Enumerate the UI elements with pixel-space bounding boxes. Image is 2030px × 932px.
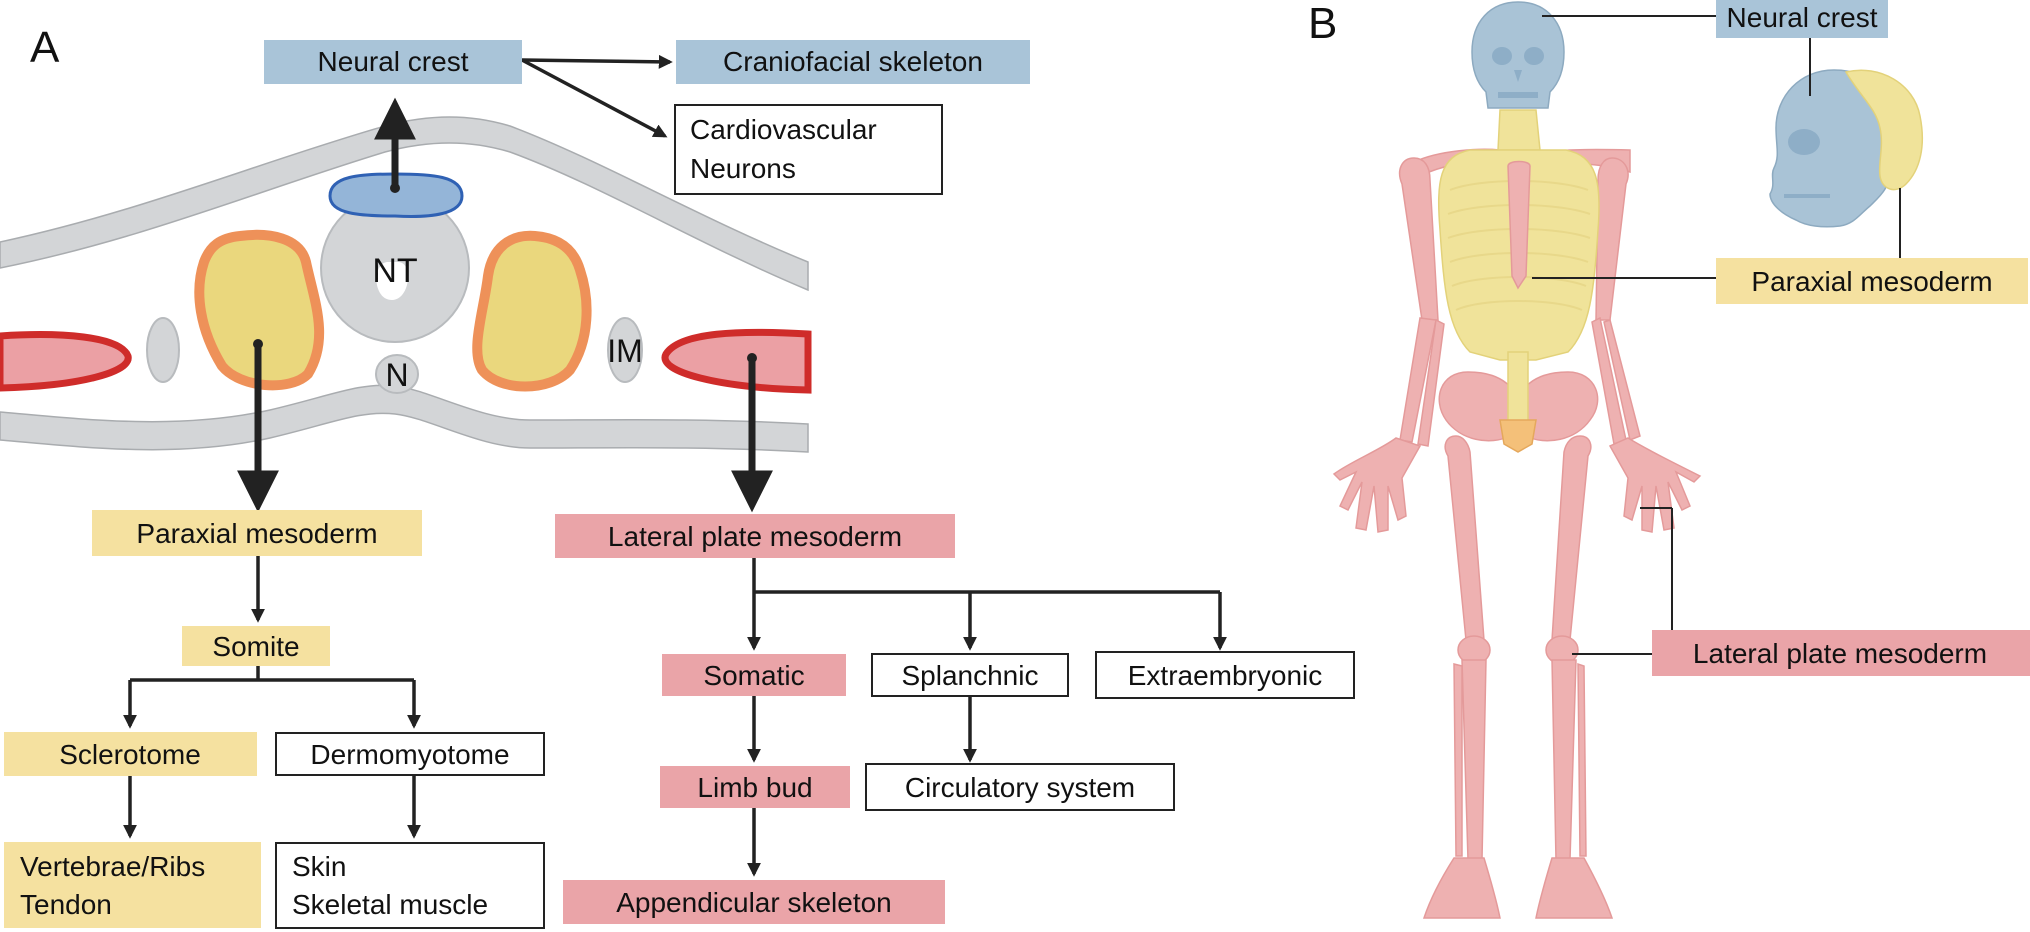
- panel-b-label-lateral: Lateral plate mesoderm: [1652, 630, 2030, 676]
- notochord: [375, 354, 419, 394]
- svg-text:Dermomyotome: Dermomyotome: [310, 739, 509, 770]
- box-splanchnic: Splanchnic: [871, 653, 1069, 697]
- flow-arrows: [123, 54, 1227, 877]
- panel-label-a: A: [30, 23, 60, 72]
- skull-lateral-view: [1769, 69, 1924, 228]
- box-limb-bud: Limb bud: [660, 766, 850, 808]
- intermediate-mesoderm-left: [146, 317, 180, 383]
- svg-text:Appendicular skeleton: Appendicular skeleton: [616, 887, 892, 918]
- svg-text:Neurons: Neurons: [690, 153, 796, 184]
- neural-tube-label: NT: [372, 252, 417, 290]
- box-somite: Somite: [182, 626, 330, 666]
- box-sclerotome: Sclerotome: [4, 732, 257, 776]
- box-extraembryonic: Extraembryonic: [1095, 651, 1355, 699]
- panel-b-leaders: [1532, 15, 1901, 655]
- svg-text:Extraembryonic: Extraembryonic: [1128, 660, 1323, 691]
- svg-text:Cardiovascular: Cardiovascular: [690, 114, 877, 145]
- svg-text:Sclerotome: Sclerotome: [59, 739, 201, 770]
- box-skin: Skin Skeletal muscle: [275, 842, 545, 929]
- box-neural-crest: Neural crest: [264, 40, 522, 84]
- box-paraxial: Paraxial mesoderm: [92, 510, 422, 556]
- panel-b-label-paraxial: Paraxial mesoderm: [1716, 258, 2028, 304]
- skeleton-skull: [1471, 1, 1565, 109]
- skeleton-sacrum: [1499, 419, 1537, 453]
- endoderm-band: [0, 384, 809, 453]
- skeleton-illustration: [1332, 1, 1702, 919]
- arrow-to-craniofacial: [521, 54, 673, 69]
- neural-tube-lumen: [376, 262, 409, 300]
- panel-b-label-neural-crest: Neural crest: [1716, 0, 1888, 38]
- svg-text:Vertebrae/Ribs: Vertebrae/Ribs: [20, 851, 205, 882]
- somite-right: [472, 230, 592, 392]
- skeleton-sternum: [1507, 160, 1531, 290]
- svg-text:Tendon: Tendon: [20, 889, 112, 920]
- lateral-plate-right: [661, 328, 812, 394]
- svg-text:Lateral plate mesoderm: Lateral plate mesoderm: [1693, 638, 1987, 669]
- somite-left: [194, 229, 325, 391]
- svg-text:Neural crest: Neural crest: [1727, 2, 1878, 33]
- ectoderm-band: [0, 116, 809, 292]
- box-dermomyotome: Dermomyotome: [275, 732, 545, 776]
- box-circulatory: Circulatory system: [865, 763, 1175, 811]
- neural-crest-blob: [328, 172, 464, 218]
- svg-text:Paraxial mesoderm: Paraxial mesoderm: [1751, 266, 1992, 297]
- box-craniofacial: Craniofacial skeleton: [676, 40, 1030, 84]
- svg-text:Paraxial mesoderm: Paraxial mesoderm: [136, 518, 377, 549]
- box-vertebrae: Vertebrae/Ribs Tendon: [4, 842, 261, 928]
- box-somatic: Somatic: [662, 654, 846, 696]
- svg-text:Lateral plate mesoderm: Lateral plate mesoderm: [608, 521, 902, 552]
- svg-text:Limb bud: Limb bud: [697, 772, 812, 803]
- intermediate-mesoderm-label: IM: [607, 333, 643, 369]
- notochord-label: N: [385, 357, 408, 393]
- svg-text:Neural crest: Neural crest: [318, 46, 469, 77]
- skull-face: [1492, 47, 1544, 98]
- svg-text:Somatic: Somatic: [703, 660, 804, 691]
- svg-text:Skin: Skin: [292, 851, 346, 882]
- skull-lateral-yellow: [1844, 69, 1924, 191]
- svg-text:Circulatory system: Circulatory system: [905, 772, 1135, 803]
- box-lateral-plate: Lateral plate mesoderm: [555, 514, 955, 558]
- svg-text:Somite: Somite: [212, 631, 299, 662]
- panel-label-b: B: [1308, 0, 1337, 48]
- lateral-plate-left: [0, 331, 132, 392]
- intermediate-mesoderm-right: [607, 317, 643, 383]
- svg-text:Skeletal muscle: Skeletal muscle: [292, 889, 488, 920]
- arrow-to-cardiovascular: [521, 58, 668, 138]
- box-appendicular: Appendicular skeleton: [563, 880, 945, 924]
- svg-text:Splanchnic: Splanchnic: [902, 660, 1039, 691]
- svg-text:Craniofacial skeleton: Craniofacial skeleton: [723, 46, 983, 77]
- box-cardiovascular: Cardiovascular Neurons: [674, 104, 943, 195]
